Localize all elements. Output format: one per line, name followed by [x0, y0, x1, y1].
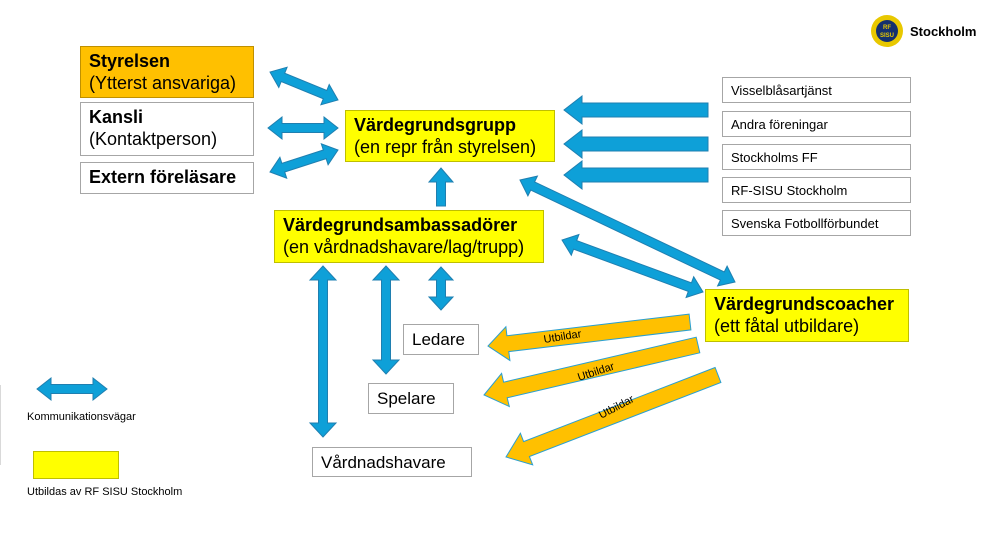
arrow-ambassadors-to-group [427, 167, 455, 207]
legend-comm-arrow-icon [36, 376, 108, 402]
styrelsen-box: Styrelsen (Ytterst ansvariga) [80, 46, 254, 98]
vardegrundsgrupp-subtitle: (en repr från styrelsen) [354, 137, 537, 157]
training-arrow-ledare [487, 313, 692, 362]
comm-arrow-ledare [427, 266, 455, 311]
vardnadshavare-label: Vårdnadshavare [321, 453, 446, 472]
right-box-label: Visselblåsartjänst [731, 83, 832, 98]
vardegrundsambassadorer-title: Värdegrundsambassadörer [283, 215, 518, 235]
vardegrundsambassadorer-box: Värdegrundsambassadörer (en vårdnadshava… [274, 210, 544, 263]
logo-text: Stockholm [910, 23, 977, 39]
right-box-visselblasartjanst: Visselblåsartjänst [722, 77, 911, 103]
right-box-label: Svenska Fotbollförbundet [731, 216, 879, 231]
ledare-box: Ledare [403, 324, 479, 355]
right-box-label: RF-SISU Stockholm [731, 183, 848, 198]
styrelsen-title: Styrelsen [89, 51, 171, 71]
vardegrundsambassadorer-subtitle: (en vårdnadshavare/lag/trupp) [283, 237, 525, 257]
vardegrundscoacher-title: Värdegrundscoacher [714, 294, 895, 314]
training-arrow-spelare [483, 336, 701, 408]
legend-trained-label: Utbildas av RF SISU Stockholm [27, 486, 183, 498]
kansli-subtitle: (Kontaktperson) [89, 129, 218, 149]
extern-forelasare-box: Extern föreläsare [80, 162, 254, 194]
comm-arrow-ambassadors-coaches [561, 233, 704, 299]
comm-arrow-spelare [371, 265, 401, 375]
legend-yellow-swatch [33, 451, 119, 479]
comm-arrow-extern [269, 142, 339, 180]
arrow-andra-foreningar [563, 128, 709, 160]
right-box-stockholms-ff: Stockholms FF [722, 144, 911, 170]
vardegrundscoacher-box: Värdegrundscoacher (ett fåtal utbildare) [705, 289, 909, 342]
training-arrow-label: Utbildar [543, 328, 583, 346]
comm-arrow-group-coaches [519, 175, 736, 287]
right-box-rf-sisu-stockholm: RF-SISU Stockholm [722, 177, 911, 203]
kansli-box: Kansli (Kontaktperson) [80, 102, 254, 156]
comm-arrow-kansli [267, 115, 339, 141]
vardegrundscoacher-subtitle: (ett fåtal utbildare) [714, 316, 860, 336]
training-arrow-vardnadshavare [505, 366, 722, 466]
vardegrundsgrupp-title: Värdegrundsgrupp [354, 115, 517, 135]
right-box-label: Andra föreningar [731, 117, 828, 132]
kansli-title: Kansli [89, 107, 144, 127]
spelare-box: Spelare [368, 383, 454, 414]
right-box-andra-foreningar: Andra föreningar [722, 111, 911, 137]
rf-sisu-emblem-icon: RF SISU [871, 15, 903, 47]
rf-sisu-logo: RF SISU Stockholm [870, 14, 976, 48]
right-box-label: Stockholms FF [731, 150, 818, 165]
svg-text:RF: RF [883, 25, 891, 31]
vardegrundsgrupp-box: Värdegrundsgrupp (en repr från styrelsen… [345, 110, 555, 162]
legend-communication-label: Kommunikationsvägar [27, 411, 136, 423]
arrow-stockholms-ff [563, 159, 709, 191]
ledare-label: Ledare [412, 330, 465, 349]
vardnadshavare-box: Vårdnadshavare [312, 447, 472, 477]
svg-text:SISU: SISU [880, 33, 894, 39]
comm-arrow-vardnadshavare [308, 265, 338, 438]
extern-forelasare-title: Extern föreläsare [89, 167, 237, 187]
spelare-label: Spelare [377, 389, 436, 408]
comm-arrow-styrelsen [269, 66, 339, 106]
arrow-visselblasare [563, 94, 709, 126]
styrelsen-subtitle: (Ytterst ansvariga) [89, 73, 237, 93]
slide-edge-divider [0, 385, 1, 465]
right-box-svenska-fotbollforbundet: Svenska Fotbollförbundet [722, 210, 911, 236]
